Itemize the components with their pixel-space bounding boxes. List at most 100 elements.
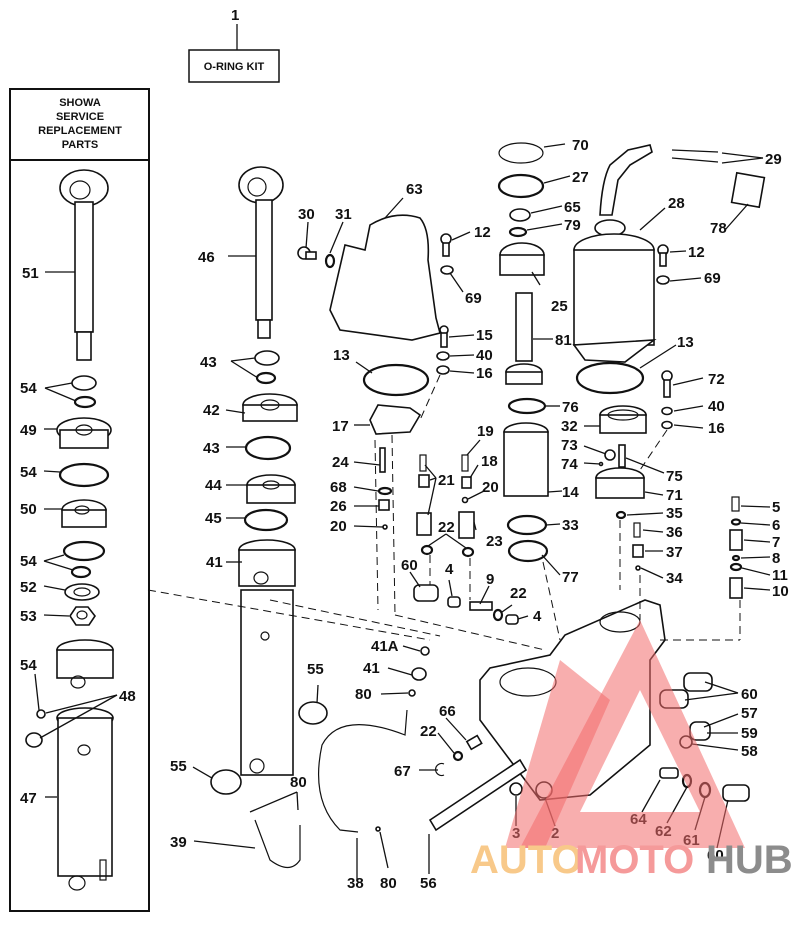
callouts: 46 30 31 63 12 69 15 40 16 13 43 42 43 4… bbox=[170, 137, 789, 892]
callout-41a: 41A bbox=[371, 638, 399, 655]
watermark-moto: MOTO bbox=[575, 838, 694, 882]
callout-60: 60 bbox=[741, 686, 758, 703]
callout-81: 81 bbox=[555, 332, 572, 349]
callout-39: 39 bbox=[170, 834, 187, 851]
callout-52: 52 bbox=[20, 579, 37, 596]
callout-10: 10 bbox=[772, 583, 789, 600]
callout-13: 13 bbox=[333, 347, 350, 364]
callout-30: 30 bbox=[298, 206, 315, 223]
assembly-lines bbox=[147, 374, 741, 651]
callout-71: 71 bbox=[666, 487, 683, 504]
callout-80: 80 bbox=[380, 875, 397, 892]
callout-65: 65 bbox=[564, 199, 581, 216]
watermark-triangle-icon bbox=[520, 620, 745, 848]
callout-4: 4 bbox=[533, 608, 542, 625]
callout-5: 5 bbox=[772, 499, 780, 516]
callout-12: 12 bbox=[688, 244, 705, 261]
middle-parts bbox=[210, 142, 766, 869]
callout-41: 41 bbox=[363, 660, 380, 677]
callout-12: 12 bbox=[474, 224, 491, 241]
callout-45: 45 bbox=[205, 510, 222, 527]
callout-15: 15 bbox=[476, 327, 493, 344]
callout-50: 50 bbox=[20, 501, 37, 518]
callout-44: 44 bbox=[205, 477, 222, 494]
callout-9: 9 bbox=[486, 571, 494, 588]
callout-47: 47 bbox=[20, 790, 37, 807]
callout-48: 48 bbox=[119, 688, 136, 705]
showa-callouts: 51 54 49 54 50 54 52 53 54 48 47 bbox=[20, 265, 136, 807]
showa-leaders bbox=[34, 271, 118, 798]
callout-31: 31 bbox=[335, 206, 352, 223]
callout-49: 49 bbox=[20, 422, 37, 439]
callout-51: 51 bbox=[22, 265, 39, 282]
callout-4: 4 bbox=[445, 561, 454, 578]
callout-37: 37 bbox=[666, 544, 683, 561]
callout-26: 26 bbox=[330, 498, 347, 515]
callout-57: 57 bbox=[741, 705, 758, 722]
callout-58: 58 bbox=[741, 743, 758, 760]
showa-line-2: SERVICE bbox=[56, 111, 104, 123]
callout-20: 20 bbox=[330, 518, 347, 535]
callout-80: 80 bbox=[290, 774, 307, 791]
callout-18: 18 bbox=[481, 453, 498, 470]
callout-36: 36 bbox=[666, 524, 683, 541]
callout-19: 19 bbox=[477, 423, 494, 440]
callout-77: 77 bbox=[562, 569, 579, 586]
callout-55: 55 bbox=[307, 661, 324, 678]
callout-40: 40 bbox=[476, 347, 493, 364]
callout-43: 43 bbox=[203, 440, 220, 457]
callout-11: 11 bbox=[772, 567, 788, 584]
callout-40: 40 bbox=[708, 398, 725, 415]
callout-14: 14 bbox=[562, 484, 579, 501]
callout-6: 6 bbox=[772, 517, 780, 534]
callout-16: 16 bbox=[708, 420, 725, 437]
callout-1: 1 bbox=[231, 7, 239, 24]
callout-22: 22 bbox=[510, 585, 527, 602]
showa-line-3: REPLACEMENT bbox=[38, 125, 122, 137]
callout-28: 28 bbox=[668, 195, 685, 212]
callout-60: 60 bbox=[401, 557, 418, 574]
callout-21: 21 bbox=[438, 472, 455, 489]
watermark-auto: AUTO bbox=[470, 838, 583, 882]
callout-66: 66 bbox=[439, 703, 456, 720]
watermark: AUTO MOTO HUB bbox=[470, 620, 793, 882]
callout-59: 59 bbox=[741, 725, 758, 742]
callout-22: 22 bbox=[438, 519, 455, 536]
callout-24: 24 bbox=[332, 454, 349, 471]
callout-23: 23 bbox=[486, 533, 503, 550]
callout-74: 74 bbox=[561, 456, 578, 473]
callout-53: 53 bbox=[20, 608, 37, 625]
callout-8: 8 bbox=[772, 550, 780, 567]
showa-line-4: PARTS bbox=[62, 139, 98, 151]
callout-79: 79 bbox=[564, 217, 581, 234]
callout-54: 54 bbox=[20, 553, 37, 570]
callout-33: 33 bbox=[562, 517, 579, 534]
callout-68: 68 bbox=[330, 479, 347, 496]
callout-56: 56 bbox=[420, 875, 437, 892]
callout-55: 55 bbox=[170, 758, 187, 775]
callout-17: 17 bbox=[332, 418, 349, 435]
callout-43: 43 bbox=[200, 354, 217, 371]
callout-63: 63 bbox=[406, 181, 423, 198]
callout-32: 32 bbox=[561, 418, 578, 435]
watermark-hub: HUB bbox=[706, 838, 793, 882]
showa-service-box: SHOWA SERVICE REPLACEMENT PARTS bbox=[9, 88, 150, 912]
showa-parts bbox=[25, 169, 114, 891]
callout-54: 54 bbox=[20, 380, 37, 397]
callout-72: 72 bbox=[708, 371, 725, 388]
callout-29: 29 bbox=[765, 151, 782, 168]
callout-16: 16 bbox=[476, 365, 493, 382]
callout-38: 38 bbox=[347, 875, 364, 892]
callout-20: 20 bbox=[482, 479, 499, 496]
callout-46: 46 bbox=[198, 249, 215, 266]
callout-25: 25 bbox=[551, 298, 568, 315]
callout-73: 73 bbox=[561, 437, 578, 454]
callout-22: 22 bbox=[420, 723, 437, 740]
callout-60: 60 bbox=[707, 847, 724, 864]
callout-27: 27 bbox=[572, 169, 589, 186]
callout-69: 69 bbox=[465, 290, 482, 307]
callout-75: 75 bbox=[666, 468, 683, 485]
callout-34: 34 bbox=[666, 570, 683, 587]
callout-7: 7 bbox=[772, 534, 780, 551]
